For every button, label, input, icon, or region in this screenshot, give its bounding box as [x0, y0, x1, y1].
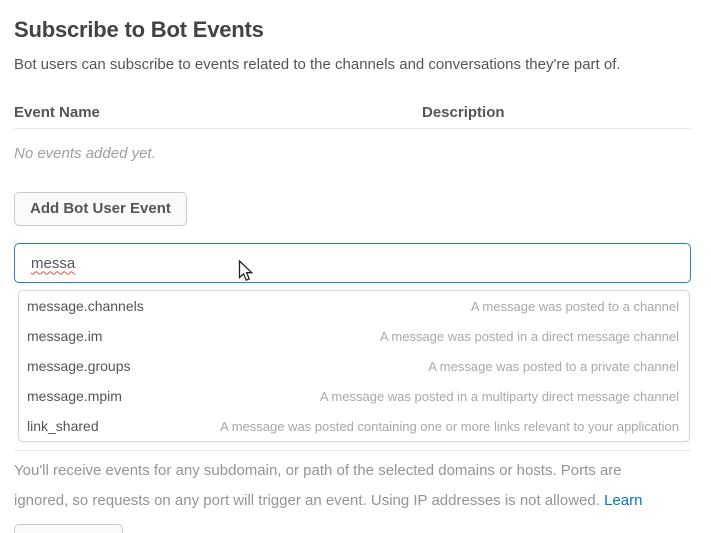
events-table-header: Event Name Description — [14, 104, 691, 121]
suggestion-row-link-shared[interactable]: link_shared A message was posted contain… — [19, 411, 689, 441]
suggestion-description: A message was posted to a private channe… — [428, 358, 679, 374]
suggestion-description: A message was posted containing one or m… — [220, 418, 679, 434]
empty-events-message: No events added yet. — [14, 145, 156, 162]
column-header-event-name: Event Name — [14, 104, 100, 121]
suggestion-description: A message was posted in a multiparty dir… — [319, 388, 679, 404]
suggestion-row-message-groups[interactable]: message.groups A message was posted to a… — [19, 351, 689, 381]
footer-divider — [14, 450, 691, 451]
partial-bottom-button[interactable] — [14, 524, 123, 533]
suggestion-description: A message was posted to a channel — [470, 298, 679, 314]
suggestion-row-message-channels[interactable]: message.channels A message was posted to… — [19, 291, 689, 321]
suggestion-name: message.im — [27, 328, 103, 344]
suggestion-name: message.groups — [27, 358, 131, 374]
event-search-input[interactable]: messa — [14, 243, 691, 283]
add-bot-user-event-button[interactable]: Add Bot User Event — [14, 192, 187, 226]
footer-note-text: You'll receive events for any subdomain,… — [14, 462, 622, 509]
event-suggestions-dropdown: message.channels A message was posted to… — [18, 290, 690, 442]
suggestion-name: link_shared — [27, 418, 99, 434]
suggestion-description: A message was posted in a direct message… — [379, 328, 679, 344]
table-header-divider — [14, 128, 691, 129]
footer-note: You'll receive events for any subdomain,… — [14, 456, 676, 533]
page-title: Subscribe to Bot Events — [14, 17, 264, 42]
column-header-description: Description — [422, 104, 505, 121]
event-search-input-value: messa — [31, 254, 76, 272]
suggestion-row-message-mpim[interactable]: message.mpim A message was posted in a m… — [19, 381, 689, 411]
suggestion-name: message.mpim — [27, 388, 122, 404]
suggestion-row-message-im[interactable]: message.im A message was posted in a dir… — [19, 321, 689, 351]
page-subtitle: Bot users can subscribe to events relate… — [14, 56, 621, 73]
suggestion-name: message.channels — [27, 298, 144, 314]
